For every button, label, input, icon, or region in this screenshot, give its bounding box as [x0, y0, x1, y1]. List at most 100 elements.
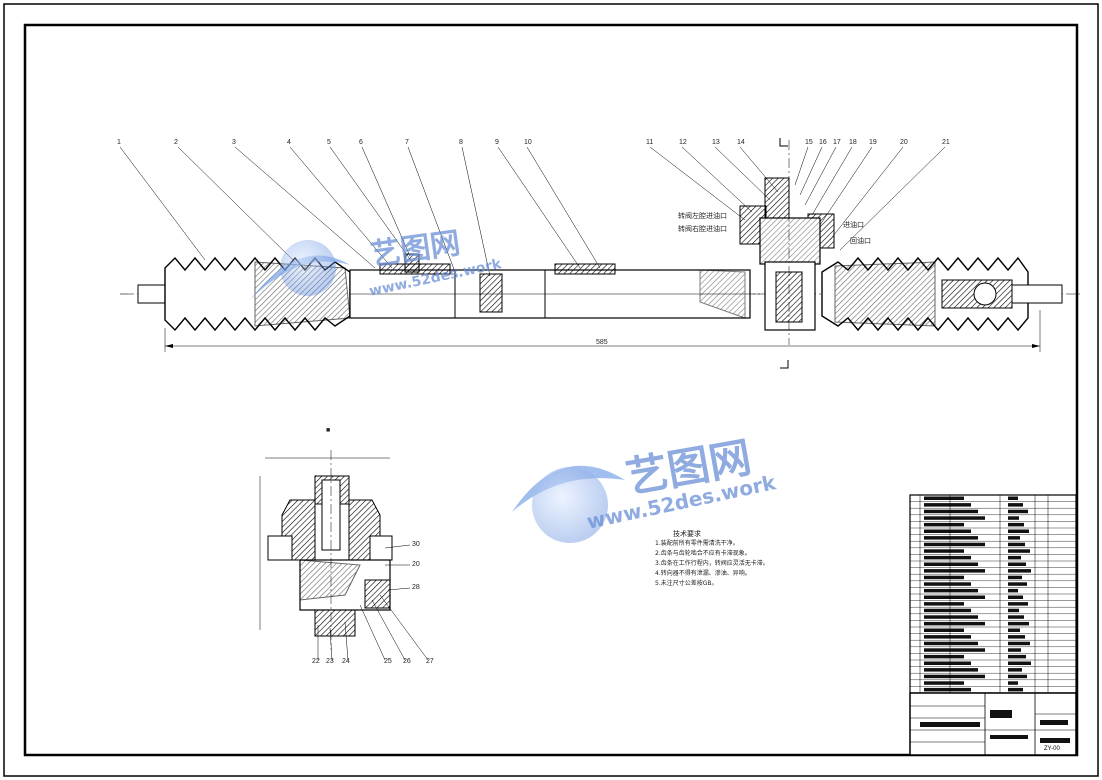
part-number-label: 18: [849, 139, 857, 146]
parts-list-cell-mark: [1008, 509, 1028, 514]
detail-part-number-label: 25: [384, 658, 392, 665]
part-number-label: 12: [679, 139, 687, 146]
parts-list-cell-mark: [1008, 681, 1018, 685]
outer-border: [3, 3, 1099, 777]
parts-list-cell-mark: [1008, 621, 1029, 626]
parts-list-cell-mark: [924, 549, 964, 553]
parts-list-cell-mark: [924, 542, 985, 547]
detail-part-number-label: 27: [426, 658, 434, 665]
requirement-1: 1.装配前所有零件需清洗干净。: [655, 540, 739, 547]
parts-list-cell-mark: [1008, 661, 1031, 665]
section-detail-view: [259, 450, 429, 661]
detail-part-number-label: 20: [412, 561, 420, 568]
parts-list-cell-mark: [924, 529, 971, 533]
parts-list-cell-mark: [924, 509, 978, 514]
requirement-3: 3.齿条在工作行程内，转阀应灵活无卡滞。: [655, 560, 769, 567]
parts-list-cell-mark: [924, 575, 964, 580]
parts-list-cell-mark: [1008, 562, 1026, 566]
part-number-label: 5: [327, 139, 331, 146]
part-number-label: 15: [805, 139, 813, 146]
requirement-4: 4.转向器不得有泄漏、渗油、异响。: [655, 570, 751, 577]
parts-list-cell-mark: [924, 615, 978, 619]
port-label-left-2: 转阀右腔进油口: [678, 226, 727, 233]
parts-list-cell-mark: [1008, 555, 1021, 560]
parts-list-cell-mark: [1008, 522, 1024, 527]
parts-list-cell-mark: [1008, 648, 1021, 652]
parts-list-cell-mark: [924, 681, 964, 685]
part-number-label: 3: [232, 139, 236, 146]
parts-list-cell-mark: [924, 648, 985, 652]
detail-part-number-label: 22: [312, 658, 320, 665]
part-number-label: 16: [819, 139, 827, 146]
requirement-5: 5.未注尺寸公差按GB。: [655, 580, 718, 587]
parts-list-cell-mark: [1008, 674, 1027, 679]
detail-part-number-label: 28: [412, 584, 420, 591]
technical-requirements: 技术要求 1.装配前所有零件需清洗干净。 2.齿条与齿轮啮合不应有卡滞现象。 3…: [655, 529, 769, 589]
parts-list-cell-mark: [924, 602, 964, 606]
inner-border: [23, 23, 1079, 757]
parts-list-cell-mark: [924, 687, 971, 692]
parts-list-cell-mark: [1008, 608, 1019, 613]
parts-list-cell-mark: [1008, 582, 1027, 586]
parts-list-cell-mark: [924, 536, 978, 540]
parts-list-cell-mark: [924, 582, 971, 586]
detail-part-number-label: 26: [403, 658, 411, 665]
part-number-label: 9: [495, 139, 499, 146]
section-marker: ■: [326, 427, 331, 434]
port-label-left-1: 转阀左腔进油口: [678, 213, 727, 220]
part-number-label: 17: [833, 139, 841, 146]
detail-part-number-label: 24: [342, 658, 350, 665]
part-number-label: 1: [117, 139, 121, 146]
parts-list-cell-mark: [924, 503, 971, 507]
main-assembly-view: [119, 138, 1080, 369]
detail-part-number-label: 23: [326, 658, 334, 665]
parts-list-cell-mark: [1008, 687, 1023, 692]
part-number-label: 19: [869, 139, 877, 146]
parts-list-cell-mark: [924, 621, 985, 626]
parts-list-cell-mark: [1008, 595, 1023, 599]
parts-list: [909, 494, 1077, 694]
parts-list-cell-mark: [1008, 628, 1020, 632]
port-label-right-2: 回油口: [850, 238, 871, 245]
requirement-2: 2.齿条与齿轮啮合不应有卡滞现象。: [655, 550, 751, 557]
technical-requirements-title: 技术要求: [673, 530, 701, 538]
parts-list-cell-mark: [1008, 536, 1020, 540]
parts-list-cell-mark: [924, 641, 978, 646]
parts-list-cell-mark: [924, 628, 964, 632]
valve-assembly: [739, 140, 835, 345]
parts-list-cell-mark: [1008, 503, 1023, 507]
parts-list-cell-mark: [1008, 654, 1026, 659]
part-number-label: 6: [359, 139, 363, 146]
parts-list-cell-mark: [1008, 542, 1025, 547]
drawing-number: ZY-00: [1044, 746, 1060, 752]
parts-list-cell-mark: [924, 654, 964, 659]
parts-list-cell-mark: [924, 595, 985, 599]
part-number-label: 2: [174, 139, 178, 146]
part-number-label: 10: [524, 139, 532, 146]
parts-list-cell-mark: [1008, 635, 1025, 639]
parts-list-cell-mark: [1008, 588, 1018, 593]
parts-list-cell-mark: [924, 608, 971, 613]
parts-list-cell-mark: [1008, 549, 1030, 553]
part-number-label: 21: [942, 139, 950, 146]
parts-list-cell-mark: [1008, 668, 1022, 672]
parts-list-cell-mark: [924, 522, 964, 527]
parts-list-cell-mark: [1008, 602, 1028, 606]
parts-list-cell-mark: [924, 668, 978, 672]
parts-list-cell-mark: [924, 562, 978, 566]
watermark-logo-bottom: [512, 465, 625, 543]
detail-part-number-label: 30: [412, 541, 420, 548]
part-number-label: 11: [646, 139, 654, 146]
parts-list-cell-mark: [1008, 615, 1024, 619]
part-number-label: 4: [287, 139, 291, 146]
parts-list-cell-mark: [1008, 641, 1030, 646]
overall-dimension: 585: [596, 339, 608, 346]
parts-list-cell-mark: [924, 555, 971, 560]
part-number-label: 13: [712, 139, 720, 146]
parts-list-cell-mark: [924, 674, 985, 679]
parts-list-cell-mark: [924, 588, 978, 593]
part-number-label: 7: [405, 139, 409, 146]
part-number-label: 20: [900, 139, 908, 146]
parts-list-cell-mark: [1008, 496, 1018, 500]
